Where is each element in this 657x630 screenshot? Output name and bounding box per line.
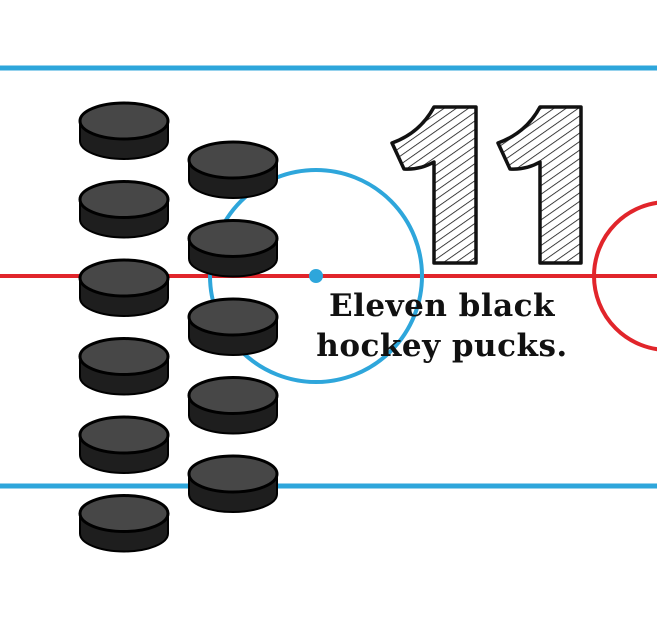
hockey-puck [187,376,279,435]
caption-line-1: Eleven black [328,288,556,324]
hockey-puck [78,415,170,474]
hockey-puck [78,258,170,317]
faceoff-circle [208,168,424,384]
hockey-puck [78,494,170,553]
hockey-puck [187,219,279,278]
hockey-puck [78,101,170,160]
faceoff-dot [309,269,323,283]
caption-line-2: hockey pucks. [316,328,568,364]
pucks-group [78,101,279,553]
caption: Eleven black hockey pucks. [292,286,592,366]
hockey-puck [78,180,170,239]
digit-one-left [390,105,478,265]
hockey-puck [187,140,279,199]
digit-one-right [496,105,583,265]
hockey-puck [187,454,279,513]
center-ice-circle [592,200,657,352]
hockey-puck [187,297,279,356]
number-eleven-graphic [390,105,583,265]
hockey-puck [78,337,170,396]
